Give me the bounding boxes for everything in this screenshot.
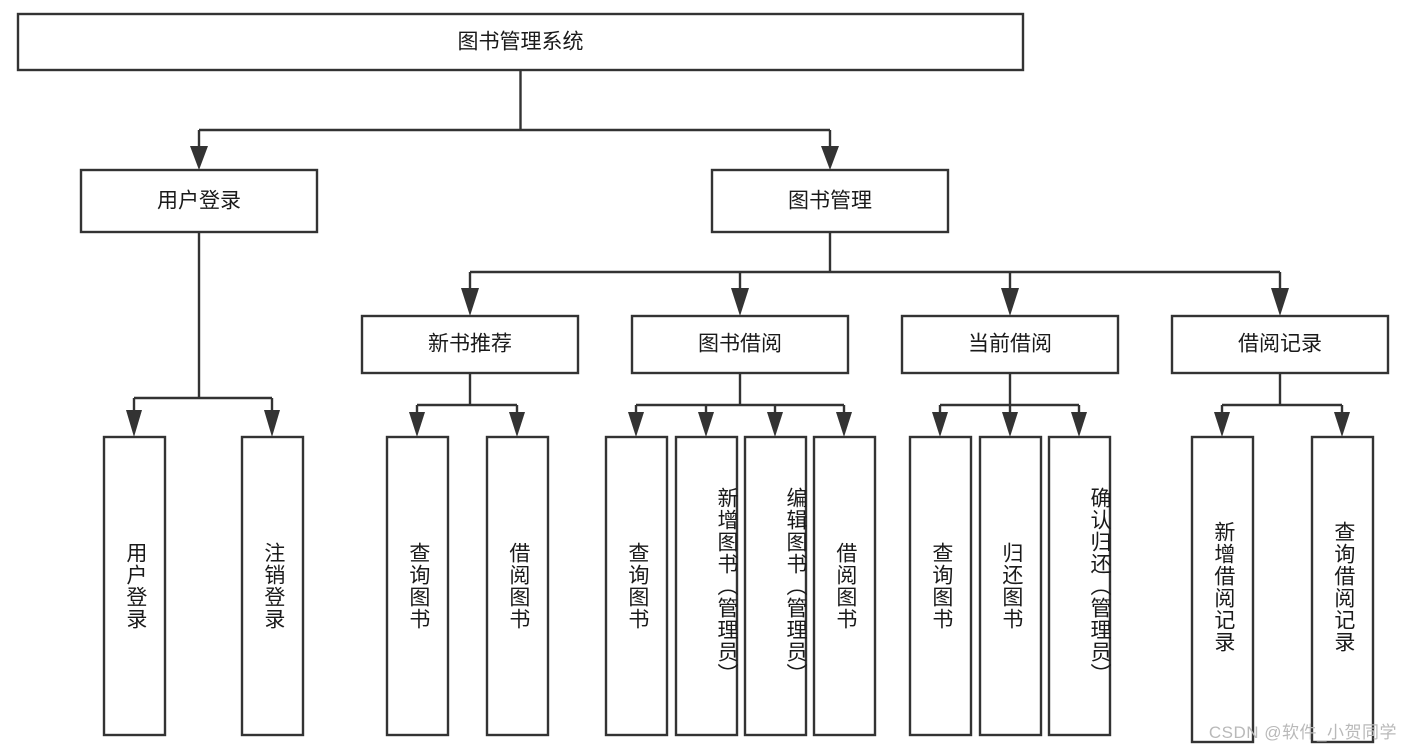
csdn-watermark: CSDN @软件_小贺同学 [1208, 723, 1397, 742]
arrow-head-leaf-query-book-3 [932, 412, 948, 437]
connector-group-borrow-record [1214, 373, 1350, 437]
node-leaf-user-login-box[interactable] [102, 435, 167, 737]
node-leaf-edit-book-admin-box[interactable] [743, 435, 808, 737]
node-new-book-recommend-box[interactable] [360, 314, 580, 375]
arrow-head-book-borrow [731, 288, 749, 316]
arrow-head-leaf-edit-book-admin [767, 412, 783, 437]
node-user-login-box[interactable] [79, 168, 319, 234]
node-current-borrow[interactable]: 当前借阅 [900, 314, 1120, 375]
node-leaf-borrow-book-1-box[interactable] [485, 435, 550, 737]
arrow-head-leaf-borrow-book-1 [509, 412, 525, 437]
node-root-box[interactable] [16, 12, 1025, 72]
connector-group-user-login [126, 232, 280, 437]
arrow-head-leaf-add-borrow-record [1214, 412, 1230, 437]
arrow-head-current-borrow [1001, 288, 1019, 316]
arrow-head-leaf-query-book-1 [409, 412, 425, 437]
node-book-management-box[interactable] [710, 168, 950, 234]
connector-group-root [190, 70, 839, 170]
connector-group-book-borrow [628, 373, 852, 437]
node-root-label: 图书管理系统 [458, 31, 584, 54]
arrow-head-leaf-query-borrow-record [1334, 412, 1350, 437]
arrow-head-book-management [821, 146, 839, 170]
arrow-head-leaf-borrow-book-2 [836, 412, 852, 437]
node-book-borrow-box[interactable] [630, 314, 850, 375]
node-leaf-borrow-book-2-box[interactable] [812, 435, 877, 737]
node-leaf-logout-login-box[interactable] [240, 435, 305, 737]
node-leaf-query-book-2-box[interactable] [604, 435, 669, 737]
arrow-head-leaf-add-book-admin [698, 412, 714, 437]
node-user-login-label: 用户登录 [157, 190, 241, 213]
node-leaf-add-borrow-record-box[interactable] [1190, 435, 1255, 744]
arrow-head-leaf-logout-login [264, 410, 280, 437]
arrow-head-borrow-record [1271, 288, 1289, 316]
node-leaf-return-book-box[interactable] [978, 435, 1043, 737]
node-borrow-record[interactable]: 借阅记录 [1170, 314, 1390, 375]
node-book-borrow-label: 图书借阅 [698, 333, 782, 356]
connector-group-current-borrow [932, 373, 1087, 437]
node-new-book-recommend-label: 新书推荐 [428, 333, 512, 356]
node-leaf-query-book-3-box[interactable] [908, 435, 973, 737]
node-leaf-confirm-return-admin-box[interactable] [1047, 435, 1112, 737]
node-book-management-label: 图书管理 [788, 190, 872, 213]
node-borrow-record-label: 借阅记录 [1238, 333, 1322, 356]
node-leaf-query-borrow-record-box[interactable] [1310, 435, 1375, 744]
arrow-head-leaf-return-book [1002, 412, 1018, 437]
arrow-head-leaf-query-book-2 [628, 412, 644, 437]
node-book-management[interactable]: 图书管理 [710, 168, 950, 234]
node-current-borrow-box[interactable] [900, 314, 1120, 375]
node-root[interactable]: 图书管理系统 [16, 12, 1025, 72]
arrow-head-new-book-recommend [461, 288, 479, 316]
node-leaf-add-book-admin-box[interactable] [674, 435, 739, 737]
node-borrow-record-box[interactable] [1170, 314, 1390, 375]
connector-group-book-management [461, 232, 1289, 316]
connector-group-new-book-recommend [409, 373, 525, 437]
node-book-borrow[interactable]: 图书借阅 [630, 314, 850, 375]
arrow-head-user-login [190, 146, 208, 170]
node-current-borrow-label: 当前借阅 [968, 333, 1052, 356]
arrow-head-leaf-user-login [126, 410, 142, 437]
node-new-book-recommend[interactable]: 新书推荐 [360, 314, 580, 375]
arrow-head-leaf-confirm-return-admin [1071, 412, 1087, 437]
node-user-login[interactable]: 用户登录 [79, 168, 319, 234]
node-leaf-query-book-1-box[interactable] [385, 435, 450, 737]
